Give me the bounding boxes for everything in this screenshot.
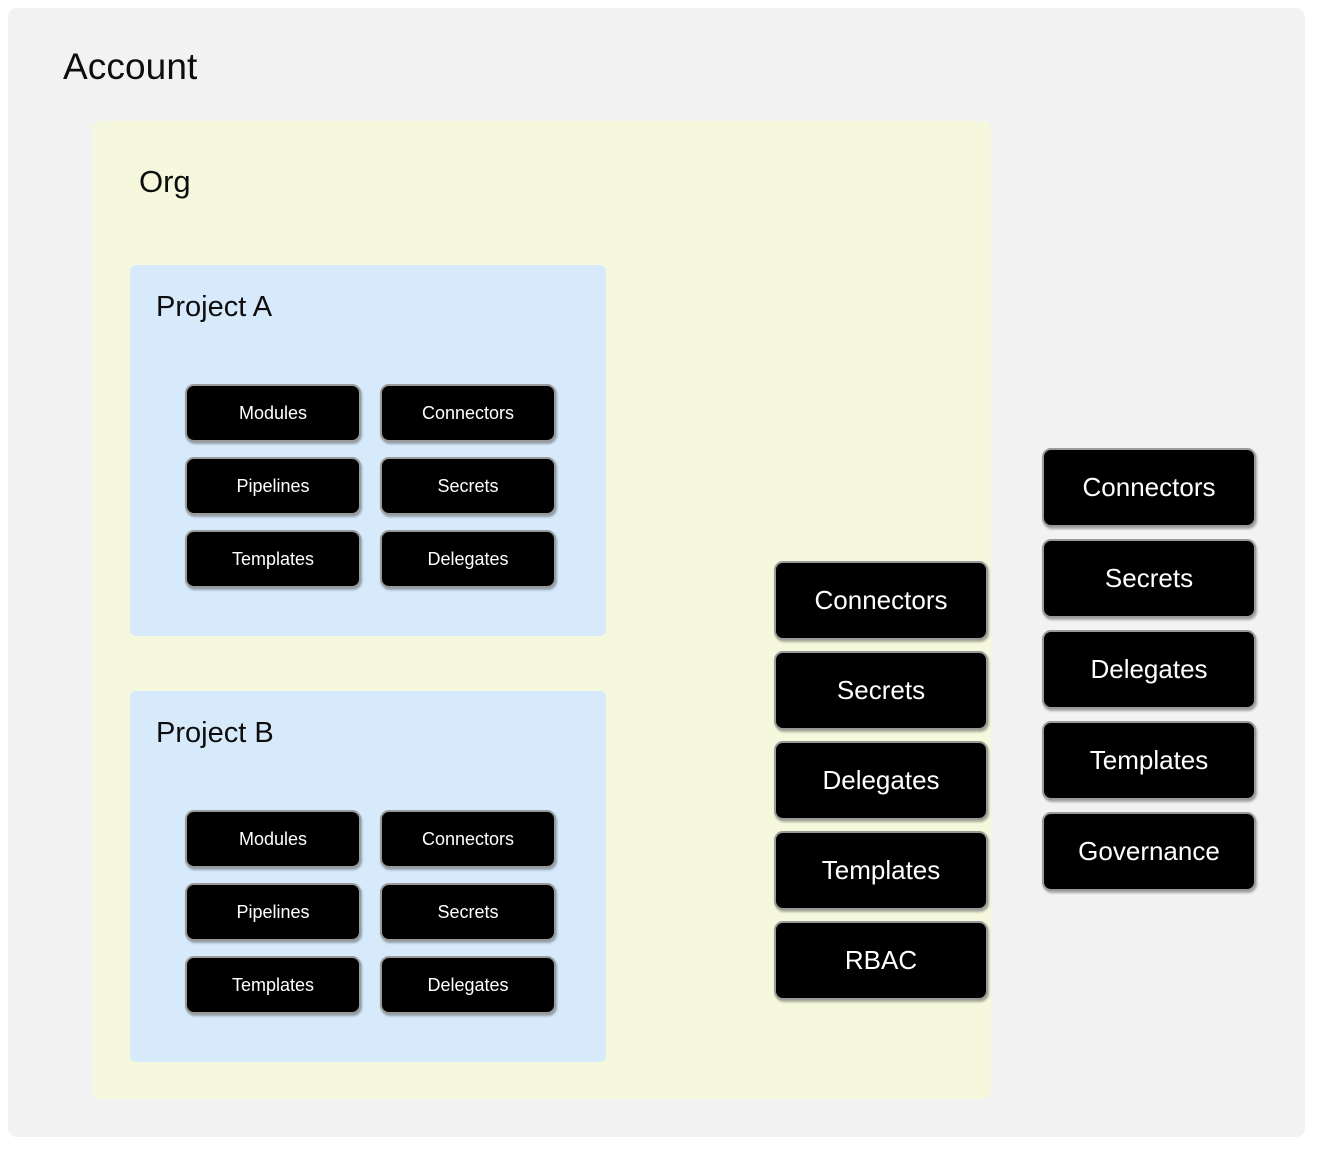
project-b-resource-grid: Modules Connectors Pipelines Secrets Tem…	[185, 810, 556, 1014]
node-org-secrets[interactable]: Secrets	[774, 651, 988, 730]
project-b-container: Project B Modules Connectors Pipelines S…	[130, 691, 606, 1062]
diagram-canvas: Account Org Project A Modules Connectors…	[8, 8, 1305, 1137]
org-title: Org	[139, 164, 191, 199]
node-project-b-delegates[interactable]: Delegates	[380, 956, 556, 1014]
node-account-templates[interactable]: Templates	[1042, 721, 1256, 800]
node-project-a-templates[interactable]: Templates	[185, 530, 361, 588]
node-project-b-connectors[interactable]: Connectors	[380, 810, 556, 868]
project-a-container: Project A Modules Connectors Pipelines S…	[130, 265, 606, 636]
project-b-title: Project B	[156, 717, 274, 749]
account-title: Account	[63, 46, 198, 87]
project-a-title: Project A	[156, 291, 273, 323]
org-resource-column: Connectors Secrets Delegates Templates R…	[774, 561, 988, 1000]
node-org-connectors[interactable]: Connectors	[774, 561, 988, 640]
node-account-governance[interactable]: Governance	[1042, 812, 1256, 891]
node-org-templates[interactable]: Templates	[774, 831, 988, 910]
node-project-b-templates[interactable]: Templates	[185, 956, 361, 1014]
node-project-a-secrets[interactable]: Secrets	[380, 457, 556, 515]
node-account-secrets[interactable]: Secrets	[1042, 539, 1256, 618]
node-project-b-modules[interactable]: Modules	[185, 810, 361, 868]
node-project-a-modules[interactable]: Modules	[185, 384, 361, 442]
org-container: Org Project A Modules Connectors Pipelin…	[93, 121, 991, 1099]
node-project-a-delegates[interactable]: Delegates	[380, 530, 556, 588]
node-org-rbac[interactable]: RBAC	[774, 921, 988, 1000]
account-resource-column: Connectors Secrets Delegates Templates G…	[1042, 448, 1256, 891]
node-account-delegates[interactable]: Delegates	[1042, 630, 1256, 709]
node-project-a-pipelines[interactable]: Pipelines	[185, 457, 361, 515]
node-org-delegates[interactable]: Delegates	[774, 741, 988, 820]
node-project-b-pipelines[interactable]: Pipelines	[185, 883, 361, 941]
node-project-b-secrets[interactable]: Secrets	[380, 883, 556, 941]
node-project-a-connectors[interactable]: Connectors	[380, 384, 556, 442]
project-a-resource-grid: Modules Connectors Pipelines Secrets Tem…	[185, 384, 556, 588]
node-account-connectors[interactable]: Connectors	[1042, 448, 1256, 527]
